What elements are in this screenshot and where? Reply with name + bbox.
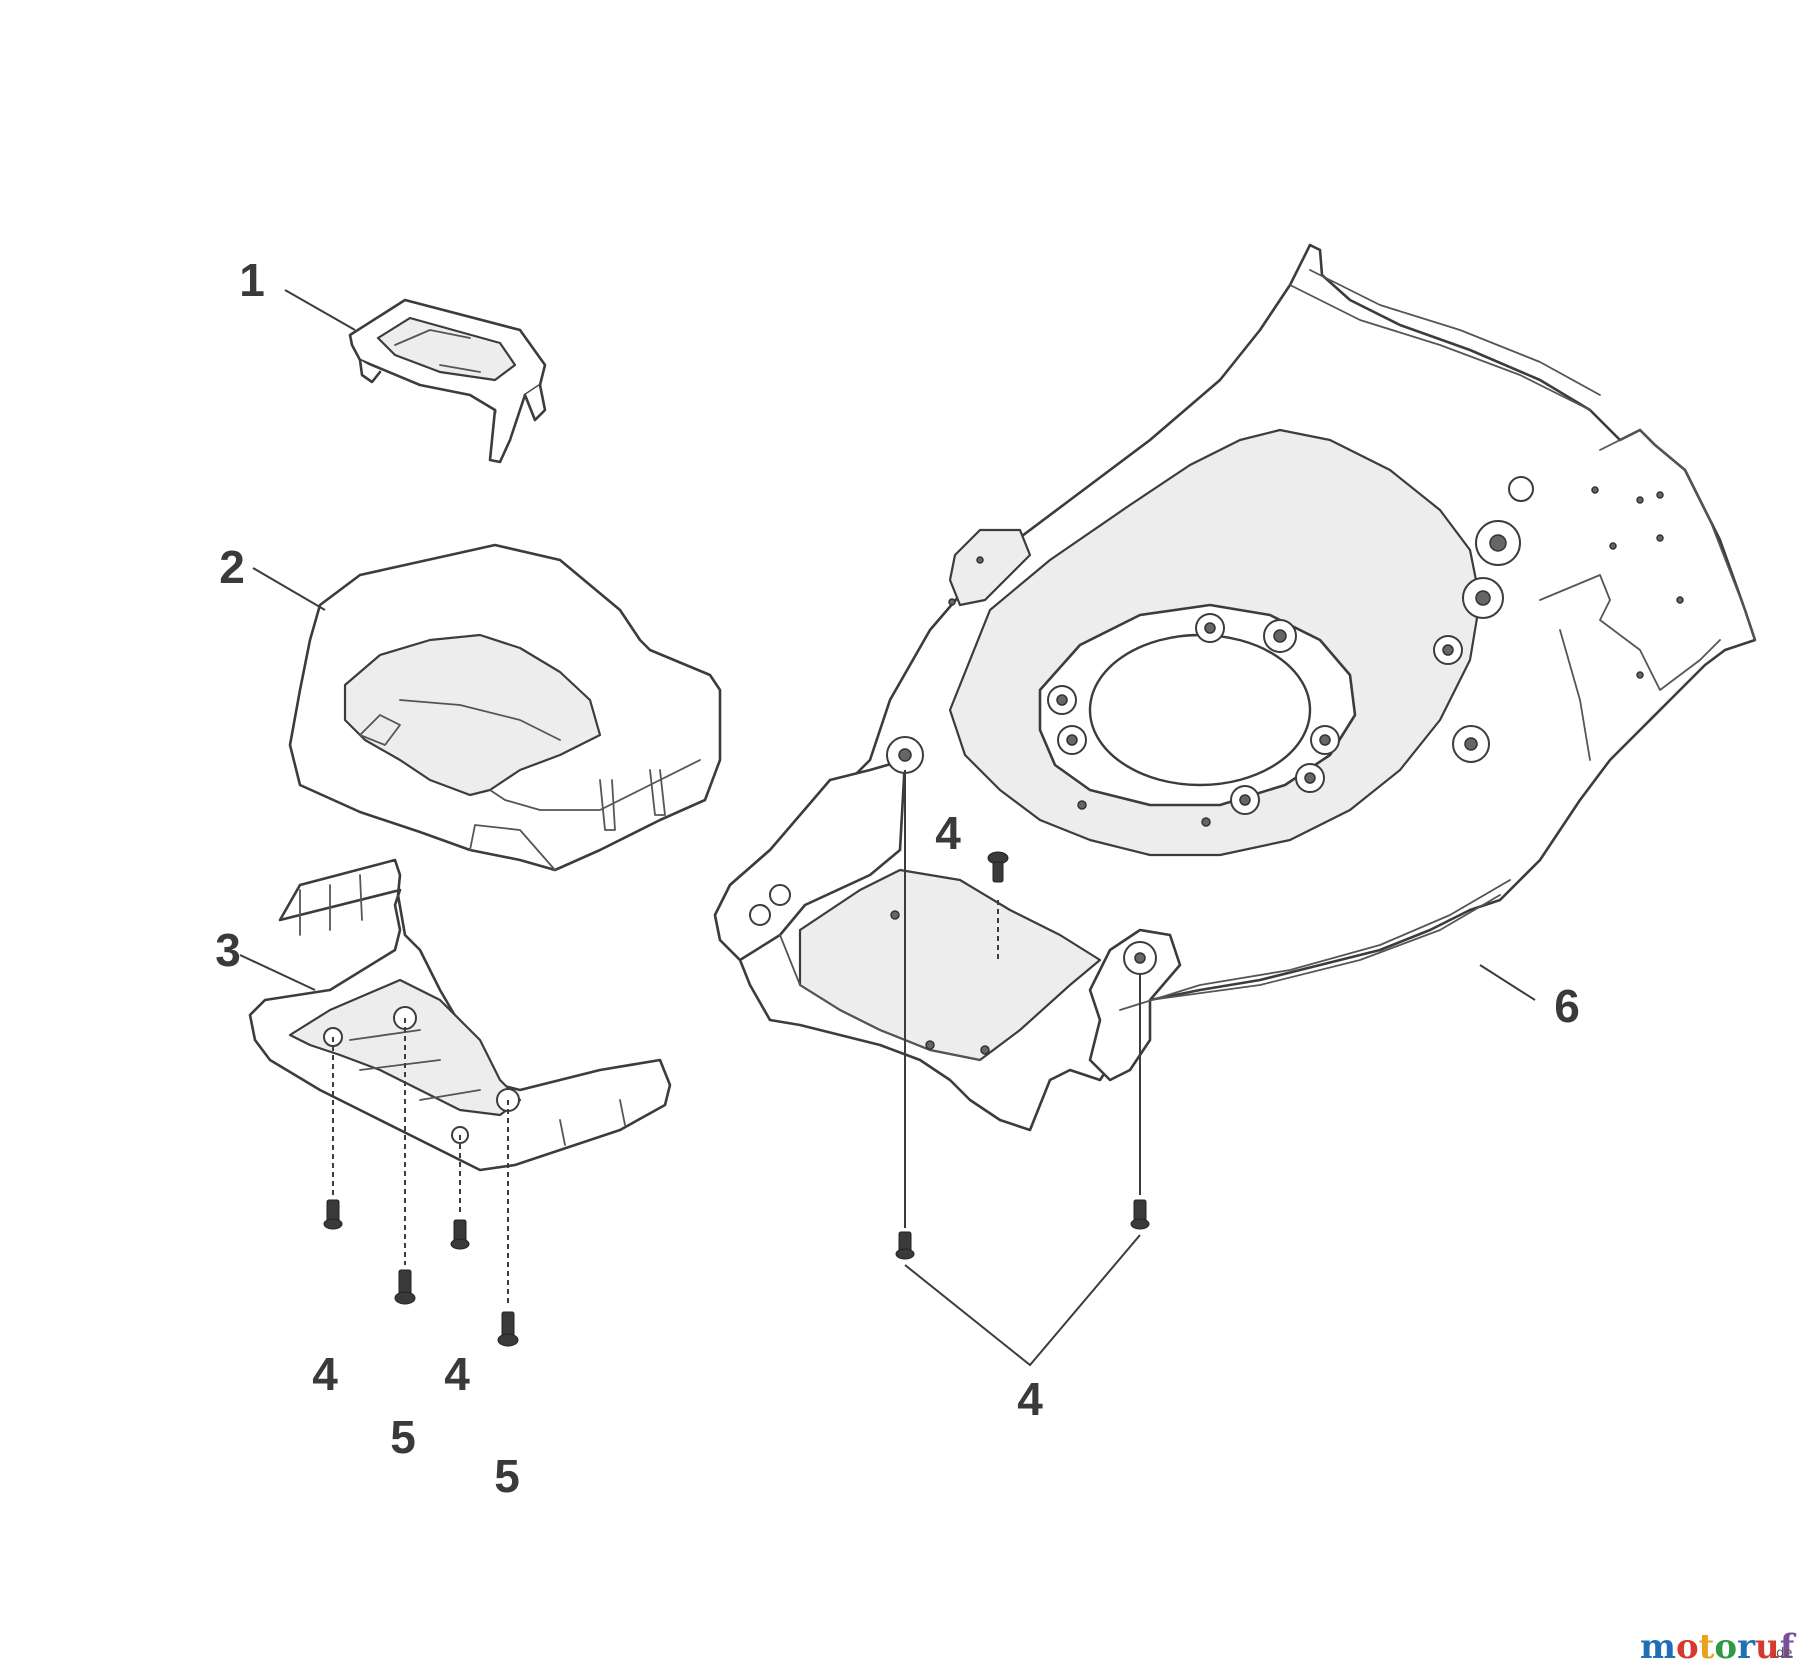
screw-4-deck-left xyxy=(895,1231,915,1260)
screw-5-left xyxy=(394,1269,416,1305)
leader-1 xyxy=(284,289,356,331)
watermark-logo: motoruf .de xyxy=(1640,1627,1797,1667)
watermark-suffix: .de xyxy=(1772,1646,1792,1661)
callout-6: 6 xyxy=(1554,980,1580,1032)
screw-4-deck-right xyxy=(1130,1199,1150,1230)
callout-4-deck-top: 4 xyxy=(935,807,961,859)
callout-3: 3 xyxy=(215,924,241,976)
leader-6 xyxy=(1479,964,1536,1001)
part-3-bottom-tray xyxy=(248,858,672,1172)
callout-4-bottom-mid: 4 xyxy=(444,1348,470,1400)
leader-group-4 xyxy=(904,1234,1141,1367)
screw-4-left xyxy=(323,1199,343,1230)
callout-1: 1 xyxy=(239,254,265,306)
screw-4-deck-top xyxy=(987,851,1009,883)
screw-4-mid xyxy=(450,1219,470,1250)
callout-4-group-right: 4 xyxy=(1017,1373,1043,1425)
leader-3 xyxy=(239,954,316,991)
screw-5-right xyxy=(497,1311,519,1347)
callout-5-right: 5 xyxy=(494,1450,520,1502)
part-6-mower-deck xyxy=(713,243,1757,1132)
callout-5-left: 5 xyxy=(390,1411,416,1463)
part-2-rear-cover xyxy=(288,543,722,872)
part-1-handle-cap xyxy=(348,298,547,464)
callout-4-bottom-left: 4 xyxy=(312,1348,338,1400)
leader-2 xyxy=(252,567,326,611)
callout-2: 2 xyxy=(219,541,245,593)
watermark-text: motoruf xyxy=(1640,1627,1797,1667)
